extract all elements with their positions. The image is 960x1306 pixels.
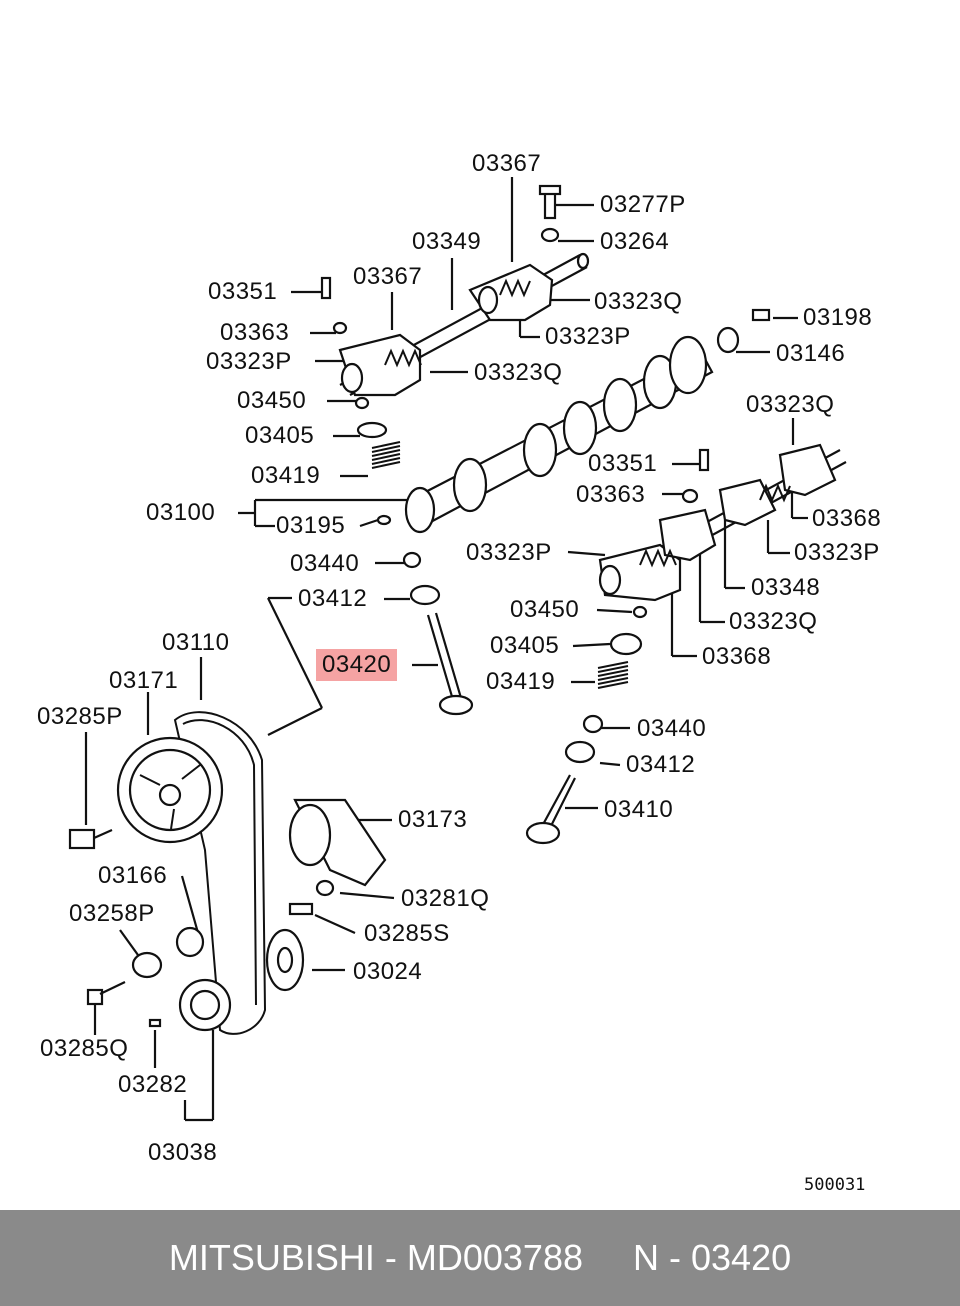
camshaft — [376, 308, 771, 534]
callout-label[interactable]: 03367 — [353, 263, 423, 290]
callout-label[interactable]: 03024 — [353, 958, 423, 985]
callout-label[interactable]: 03405 — [490, 632, 560, 659]
callout-label[interactable]: 03363 — [220, 319, 290, 346]
callout-label[interactable]: 03110 — [162, 629, 230, 656]
callout-label[interactable]: 03412 — [626, 751, 696, 778]
callout-label[interactable]: 03277P — [600, 191, 686, 218]
callout-label[interactable]: 03323Q — [594, 288, 683, 315]
callout-label[interactable]: 03323P — [206, 348, 292, 375]
callout-label[interactable]: 03440 — [290, 550, 360, 577]
callout-label[interactable]: 03363 — [576, 481, 646, 508]
highlighted-part-label[interactable]: 03420 — [316, 649, 398, 681]
rocker-shaft-lower — [525, 443, 847, 845]
callout-label[interactable]: 03419 — [251, 462, 321, 489]
callout-label[interactable]: 03419 — [486, 668, 556, 695]
leader-lines — [84, 177, 808, 1122]
callout-label[interactable]: 03351 — [208, 278, 278, 305]
footer-bar: MITSUBISHI - MD003788 N - 03420 — [0, 1210, 960, 1306]
callout-label[interactable]: 03146 — [776, 340, 846, 367]
rocker-shaft-upper — [320, 184, 590, 469]
callout-label[interactable]: 03285Q — [40, 1035, 129, 1062]
valve-03420 — [402, 551, 474, 716]
callout-label[interactable]: 03410 — [604, 796, 674, 823]
callout-label[interactable]: 03281Q — [401, 885, 490, 912]
callout-label[interactable]: 03285P — [37, 703, 123, 730]
parts-diagram: 03367 03277P 03349 03264 03351 03367 033… — [37, 150, 882, 1195]
callout-label[interactable]: 03323Q — [729, 608, 818, 635]
callout-label[interactable]: 03412 — [298, 585, 368, 612]
callout-label[interactable]: 03323Q — [746, 391, 835, 418]
callout-label[interactable]: 03258P — [69, 900, 155, 927]
callout-label[interactable]: 03282 — [118, 1071, 188, 1098]
callout-label[interactable]: 03323Q — [474, 359, 563, 386]
callout-label[interactable]: 03171 — [109, 667, 179, 694]
callout-label[interactable]: 03367 — [472, 150, 542, 177]
part-number-caption: MITSUBISHI - MD003788 N - 03420 — [168, 1237, 792, 1278]
callout-label[interactable]: 03323P — [466, 539, 552, 566]
callout-label[interactable]: 03173 — [398, 806, 468, 833]
callout-label[interactable]: 03349 — [412, 228, 482, 255]
exploded-view-drawing — [68, 177, 847, 1122]
callout-label[interactable]: 03440 — [637, 715, 707, 742]
callout-label[interactable]: 03100 — [146, 499, 216, 526]
callout-label[interactable]: 03405 — [245, 422, 315, 449]
timing-belt-assembly — [68, 711, 387, 1035]
callout-label[interactable]: 03323P — [545, 323, 631, 350]
callout-label[interactable]: 03351 — [588, 450, 658, 477]
callout-label[interactable]: 03038 — [148, 1139, 218, 1166]
callout-label[interactable]: 03195 — [276, 512, 346, 539]
callout-label[interactable]: 03264 — [600, 228, 670, 255]
callout-label[interactable]: 03368 — [812, 505, 882, 532]
callout-label[interactable]: 03368 — [702, 643, 772, 670]
callout-label[interactable]: 03285S — [364, 920, 450, 947]
callout-label[interactable]: 03198 — [803, 304, 873, 331]
callout-label[interactable]: 03450 — [237, 387, 307, 414]
callout-label[interactable]: 03166 — [98, 862, 168, 889]
callout-label[interactable]: 03450 — [510, 596, 580, 623]
callout-label[interactable]: 03323P — [794, 539, 880, 566]
diagram-reference-code: 500031 — [804, 1175, 866, 1195]
callout-label[interactable]: 03348 — [751, 574, 821, 601]
